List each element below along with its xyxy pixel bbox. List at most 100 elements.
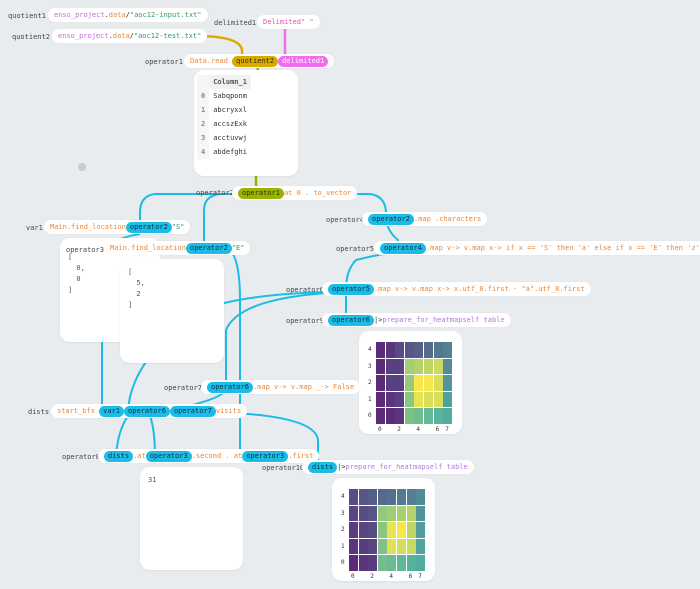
operator8-label: operator8	[62, 453, 100, 461]
heatmap-cell	[416, 505, 426, 522]
operator1-fn: Data.read	[190, 57, 228, 65]
operator4-node[interactable]: operator2 .map .characters	[362, 212, 488, 226]
operator10-node[interactable]: dists |> prepare_for_heatmap self table	[302, 460, 474, 474]
heatmap-x-tick: 7	[418, 572, 422, 580]
operator5-arg-operator4[interactable]: operator4	[380, 243, 426, 254]
heatmap-cell	[376, 358, 385, 375]
quotient1-label: quotient1	[8, 12, 46, 20]
quotient2-fn: data	[112, 32, 130, 40]
heatmap-cell	[368, 522, 378, 538]
operator3-arg-operator2[interactable]: operator2	[185, 243, 232, 254]
heatmap-x-tick: 2	[397, 425, 401, 433]
dists-arg-var1[interactable]: var1	[99, 406, 125, 417]
heatmap-cell	[433, 375, 443, 391]
heatmap-cell	[368, 505, 378, 522]
heatmap-cell	[406, 489, 416, 505]
quotient1-dot: .	[104, 11, 109, 19]
heatmap-cell	[395, 391, 405, 408]
operator7-node[interactable]: operator6 .map v-> v.map _-> False	[201, 380, 361, 394]
table-row-index: 4	[197, 145, 210, 159]
heatmap-cell	[414, 358, 424, 375]
quotient1-fn: data	[108, 11, 126, 19]
heatmap-y-tick: 1	[368, 395, 372, 403]
operator2-arg-operator1[interactable]: operator1	[238, 188, 284, 199]
operator4-arg-operator2[interactable]: operator2	[368, 214, 414, 225]
heatmap-cell	[443, 358, 453, 375]
operator6-node[interactable]: operator5 .map v-> v.map x-> x.utf_8.fir…	[322, 282, 591, 296]
dists-label: dists	[28, 408, 50, 416]
heatmap-cell	[387, 489, 397, 505]
quotient2-node[interactable]: enso_project.data / "aoc12-test.txt"	[52, 29, 208, 43]
heatmap-cell	[397, 489, 406, 505]
heatmap-cell	[349, 522, 358, 538]
quotient1-node[interactable]: enso_project.data / "aoc12-input.txt"	[48, 8, 208, 22]
heatmap-cell	[416, 522, 426, 538]
operator8-arg-operator3-a[interactable]: operator3	[145, 451, 192, 462]
heatmap-cell	[416, 489, 426, 505]
heatmap-cell	[414, 391, 424, 408]
heatmap-cell	[377, 505, 387, 522]
operator2-label: operator2	[196, 189, 234, 197]
operator8-first: .first	[288, 452, 314, 460]
var1-arg-operator2[interactable]: operator2	[125, 222, 172, 233]
operator1-label: operator1	[145, 58, 183, 66]
dists-arg-operator7[interactable]: operator7	[169, 406, 216, 417]
heatmap-cell	[406, 522, 416, 538]
heatmap-cell	[377, 538, 387, 555]
heatmap-cell	[404, 408, 414, 424]
operator1-arg-quotient2[interactable]: quotient2	[232, 56, 279, 67]
table-cell: abcryxxl	[213, 106, 247, 114]
heatmap-y-tick: 3	[341, 509, 345, 517]
heatmap-cell	[395, 408, 405, 424]
operator1-arg-delimited1[interactable]: delimited1	[278, 56, 329, 67]
heatmap-cell	[349, 555, 358, 571]
heatmap-cell	[406, 505, 416, 522]
dists-arg-operator6[interactable]: operator6	[124, 406, 170, 417]
heatmap-cell	[387, 505, 397, 522]
operator10-label: operator10	[262, 464, 305, 472]
operator5-node[interactable]: operator4 .map v-> v.map x-> if x == 'S'…	[374, 241, 700, 255]
heatmap-cell	[406, 538, 416, 555]
table-row-index: 3	[197, 131, 210, 145]
heatmap-x-tick: 6	[408, 572, 413, 580]
operator9-arg-operator6[interactable]: operator6	[328, 315, 374, 326]
delimited1-node[interactable]: Delimited " "	[257, 15, 320, 29]
heatmap-cell	[433, 408, 443, 424]
table-cell: accszExk	[213, 120, 247, 128]
operator6-arg-operator5[interactable]: operator5	[328, 284, 374, 295]
heatmap-x-tick: 7	[445, 425, 449, 433]
heatmap-cell	[414, 408, 424, 424]
operator10-arg-dists[interactable]: dists	[308, 462, 338, 473]
operator7-label: operator7	[164, 384, 202, 392]
operator9-node[interactable]: operator6 |> prepare_for_heatmap self ta…	[322, 313, 511, 327]
heatmap-cell	[424, 375, 433, 391]
heatmap-cell	[424, 358, 433, 375]
heatmap-x-tick: 2	[370, 572, 374, 580]
heatmap-cell	[433, 358, 443, 375]
heatmap-cell	[395, 342, 405, 358]
heatmap-x-tick: 0	[378, 425, 382, 433]
operator3-value: [ 5, 2 ]	[128, 268, 145, 309]
operator2-node[interactable]: operator1 at 0 . to_vector	[232, 186, 358, 200]
operator8-node[interactable]: dists .at operator3 .second . at operato…	[98, 449, 320, 463]
heatmap-cell	[397, 522, 406, 538]
operator9-pipe: |>	[373, 316, 383, 324]
operator8-arg-dists[interactable]: dists	[104, 451, 134, 462]
table-cell: acctuvwj	[213, 134, 247, 142]
heatmap-y-tick: 0	[341, 559, 345, 566]
heatmap-cell	[376, 391, 385, 408]
operator8-arg-operator3-b[interactable]: operator3	[242, 451, 289, 462]
heatmap-y-tick: 0	[368, 412, 372, 419]
heatmap-cell	[387, 522, 397, 538]
var1-label: var1	[26, 224, 43, 232]
operator10-pipe: |>	[337, 463, 346, 471]
heatmap-y-tick: 4	[341, 493, 345, 500]
operator7-arg-operator6[interactable]: operator6	[207, 382, 253, 393]
heatmap-cell	[358, 538, 368, 555]
